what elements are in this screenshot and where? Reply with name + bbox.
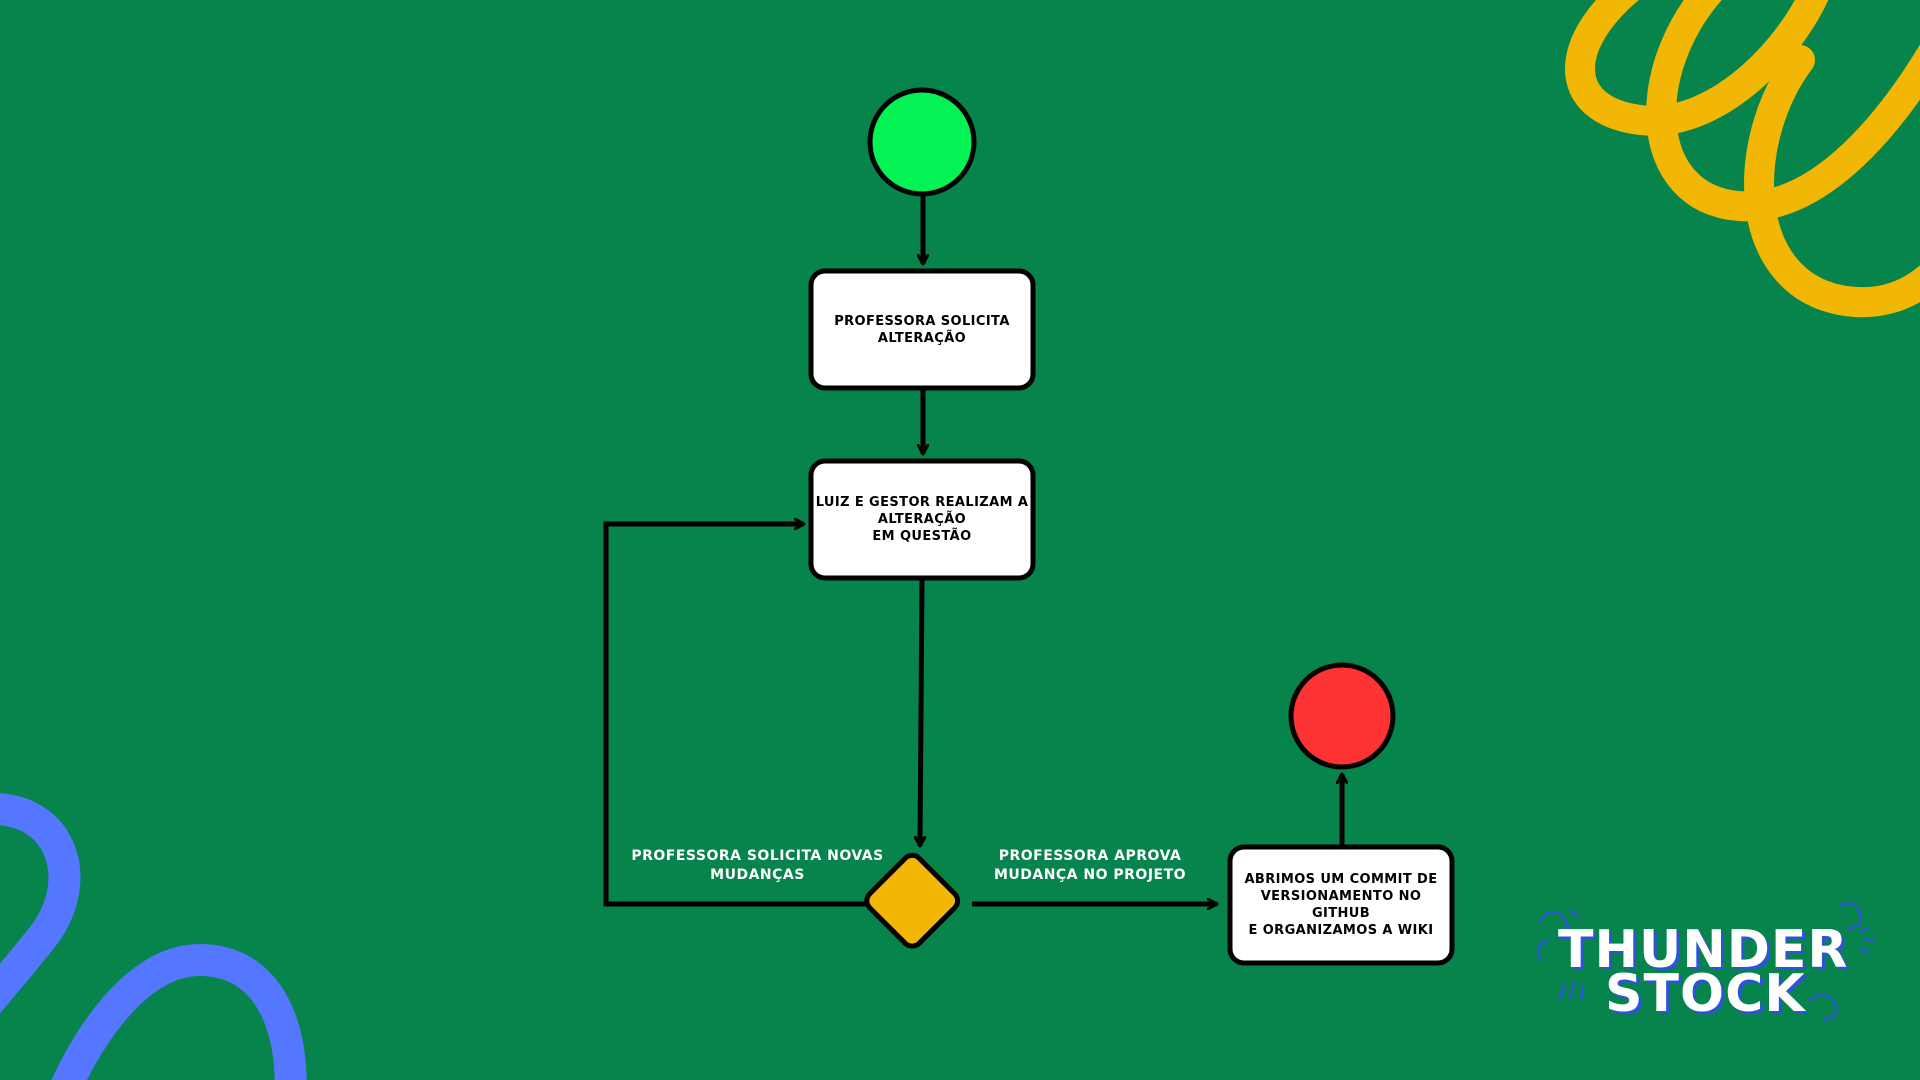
yellow-swirl-decoration bbox=[1565, 0, 1920, 317]
decision-node bbox=[864, 852, 961, 949]
edge-label-approve: PROFESSORA APROVA MUDANÇA NO PROJETO bbox=[993, 848, 1187, 883]
step1-box bbox=[808, 268, 1036, 391]
logo-line2: STOCK bbox=[1605, 964, 1806, 1024]
step2-label: LUIZ E GESTOR REALIZAM A ALTERAÇÃO EM QU… bbox=[815, 495, 1029, 544]
logo-scribbles bbox=[1537, 902, 1876, 1022]
step3-label: ABRIMOS UM COMMIT DE VERSIONAMENTO NO GI… bbox=[1244, 872, 1438, 938]
end-node bbox=[1288, 662, 1396, 770]
edge-decision-loop-back bbox=[603, 524, 866, 907]
thunderstock-logo: THUNDER STOCK bbox=[1520, 900, 1880, 1030]
step2-box bbox=[808, 458, 1036, 581]
blue-swirl-decoration bbox=[0, 793, 307, 1080]
start-node bbox=[867, 87, 977, 197]
step3-box bbox=[1227, 844, 1455, 966]
edge-label-reject: PROFESSORA SOLICITA NOVAS MUDANÇAS bbox=[631, 848, 884, 883]
edge-step2-to-decision bbox=[920, 579, 922, 846]
logo-line1: THUNDER bbox=[1558, 920, 1849, 980]
step1-label: PROFESSORA SOLICITA ALTERAÇÃO bbox=[834, 313, 1010, 346]
